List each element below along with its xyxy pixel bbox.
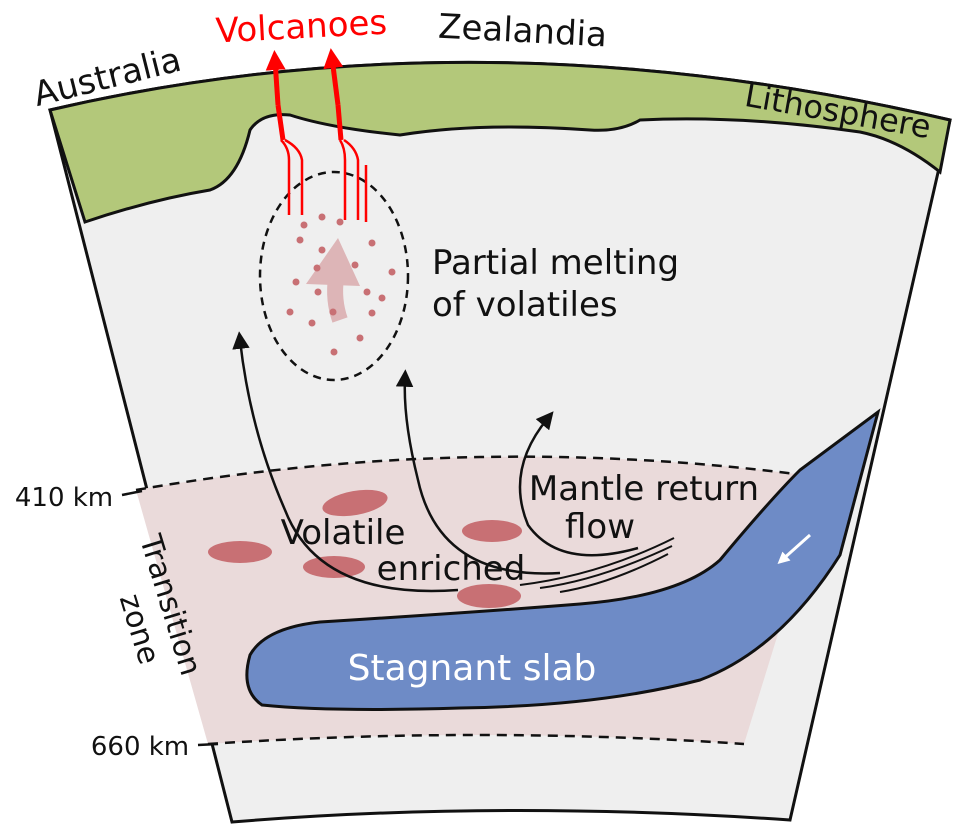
depth-410-tick [121, 489, 143, 497]
label-partial-melting-line2: of volatiles [432, 285, 618, 325]
stagnant-slab-shape [245, 408, 881, 711]
depth-660-tick [197, 742, 219, 747]
label-depth-410: 410 km [15, 483, 113, 513]
slab-top-flow-line [519, 537, 675, 586]
return-flow-arrow-right [518, 411, 639, 557]
label-zealandia: Zealandia [437, 7, 608, 56]
volcano-conduits [265, 48, 368, 222]
label-volcanoes: Volcanoes [215, 3, 388, 52]
label-volatile-line1: Volatile [281, 513, 406, 553]
volatile-blob [303, 556, 365, 578]
label-volatile-line2: enriched [377, 549, 526, 589]
volatile-blob [457, 584, 521, 608]
label-mantle-return-line1: Mantle return [529, 469, 759, 509]
label-stagnant-slab: Stagnant slab [348, 648, 597, 689]
return-flow-arrow-left [232, 331, 459, 593]
volatile-blob [208, 541, 272, 563]
slab-top-flow-line [559, 553, 669, 593]
label-depth-660: 660 km [91, 732, 189, 762]
return-flow-arrow-middle [395, 369, 561, 575]
label-mantle-return-line2: flow [565, 507, 635, 547]
upwelling-arrow-icon [306, 238, 360, 323]
discontinuity-410-line [135, 455, 827, 492]
lithosphere-layer [48, 60, 952, 224]
volatile-blob [462, 520, 522, 542]
label-partial-melting-line1: Partial melting [432, 243, 679, 283]
discontinuity-660-line [207, 733, 745, 746]
volatile-blob [322, 489, 388, 517]
slab-top-flow-line [539, 545, 673, 589]
melt-dots [286, 213, 396, 356]
arrow-down-left-icon [777, 533, 811, 564]
melting-zone-outline [258, 170, 410, 382]
